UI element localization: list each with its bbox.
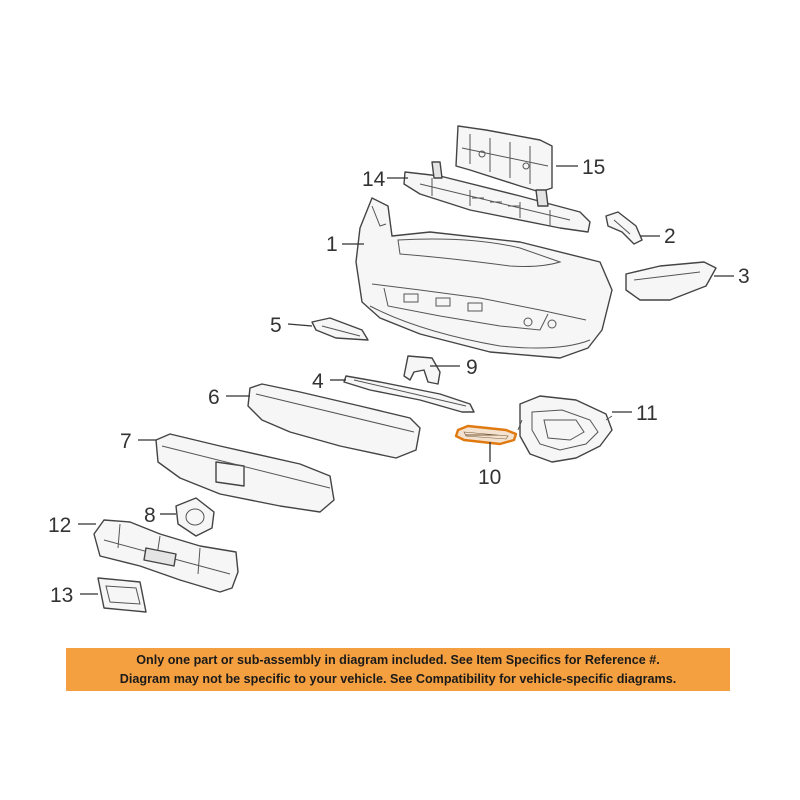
callout-14: 14 <box>362 168 386 191</box>
callout-2: 2 <box>664 225 676 248</box>
callout-10: 10 <box>478 466 501 489</box>
part-4-lower-trim <box>343 375 475 413</box>
part-15-absorber <box>455 125 553 193</box>
callout-labels: 14 15 1 2 3 5 9 4 6 11 10 7 8 12 13 <box>48 156 750 607</box>
notice-line-1: Only one part or sub-assembly in diagram… <box>136 653 660 667</box>
part-8-tow-hook-cover <box>175 497 215 537</box>
part-14-reinforcement-beam <box>403 161 591 233</box>
part-13-license-bracket <box>97 577 147 613</box>
part-6-upper-grille <box>247 383 421 459</box>
notice-line-2: Diagram may not be specific to your vehi… <box>119 672 677 686</box>
part-7-lower-grille <box>155 433 335 513</box>
compatibility-notice-banner: Only one part or sub-assembly in diagram… <box>66 648 730 691</box>
callout-13: 13 <box>50 584 73 607</box>
part-12-air-deflector <box>93 519 239 593</box>
callout-1: 1 <box>326 233 338 256</box>
part-2-bracket <box>605 211 643 245</box>
callout-7: 7 <box>120 430 132 453</box>
callout-6: 6 <box>208 386 220 409</box>
part-11-fog-bezel <box>517 395 613 463</box>
callout-9: 9 <box>466 356 478 379</box>
part-5-trim-strip <box>311 317 369 341</box>
callout-4: 4 <box>312 370 324 393</box>
callout-8: 8 <box>144 504 156 527</box>
leader-lines <box>78 165 734 595</box>
part-3-side-grille <box>625 261 717 301</box>
callout-15: 15 <box>582 156 605 179</box>
part-1-bumper-cover <box>355 197 613 359</box>
callout-5: 5 <box>270 314 282 337</box>
callout-3: 3 <box>738 265 750 288</box>
part-10-air-duct-highlighted <box>454 424 518 446</box>
callout-11: 11 <box>636 402 658 425</box>
part-9-center-bracket <box>403 355 441 385</box>
callout-12: 12 <box>48 514 71 537</box>
